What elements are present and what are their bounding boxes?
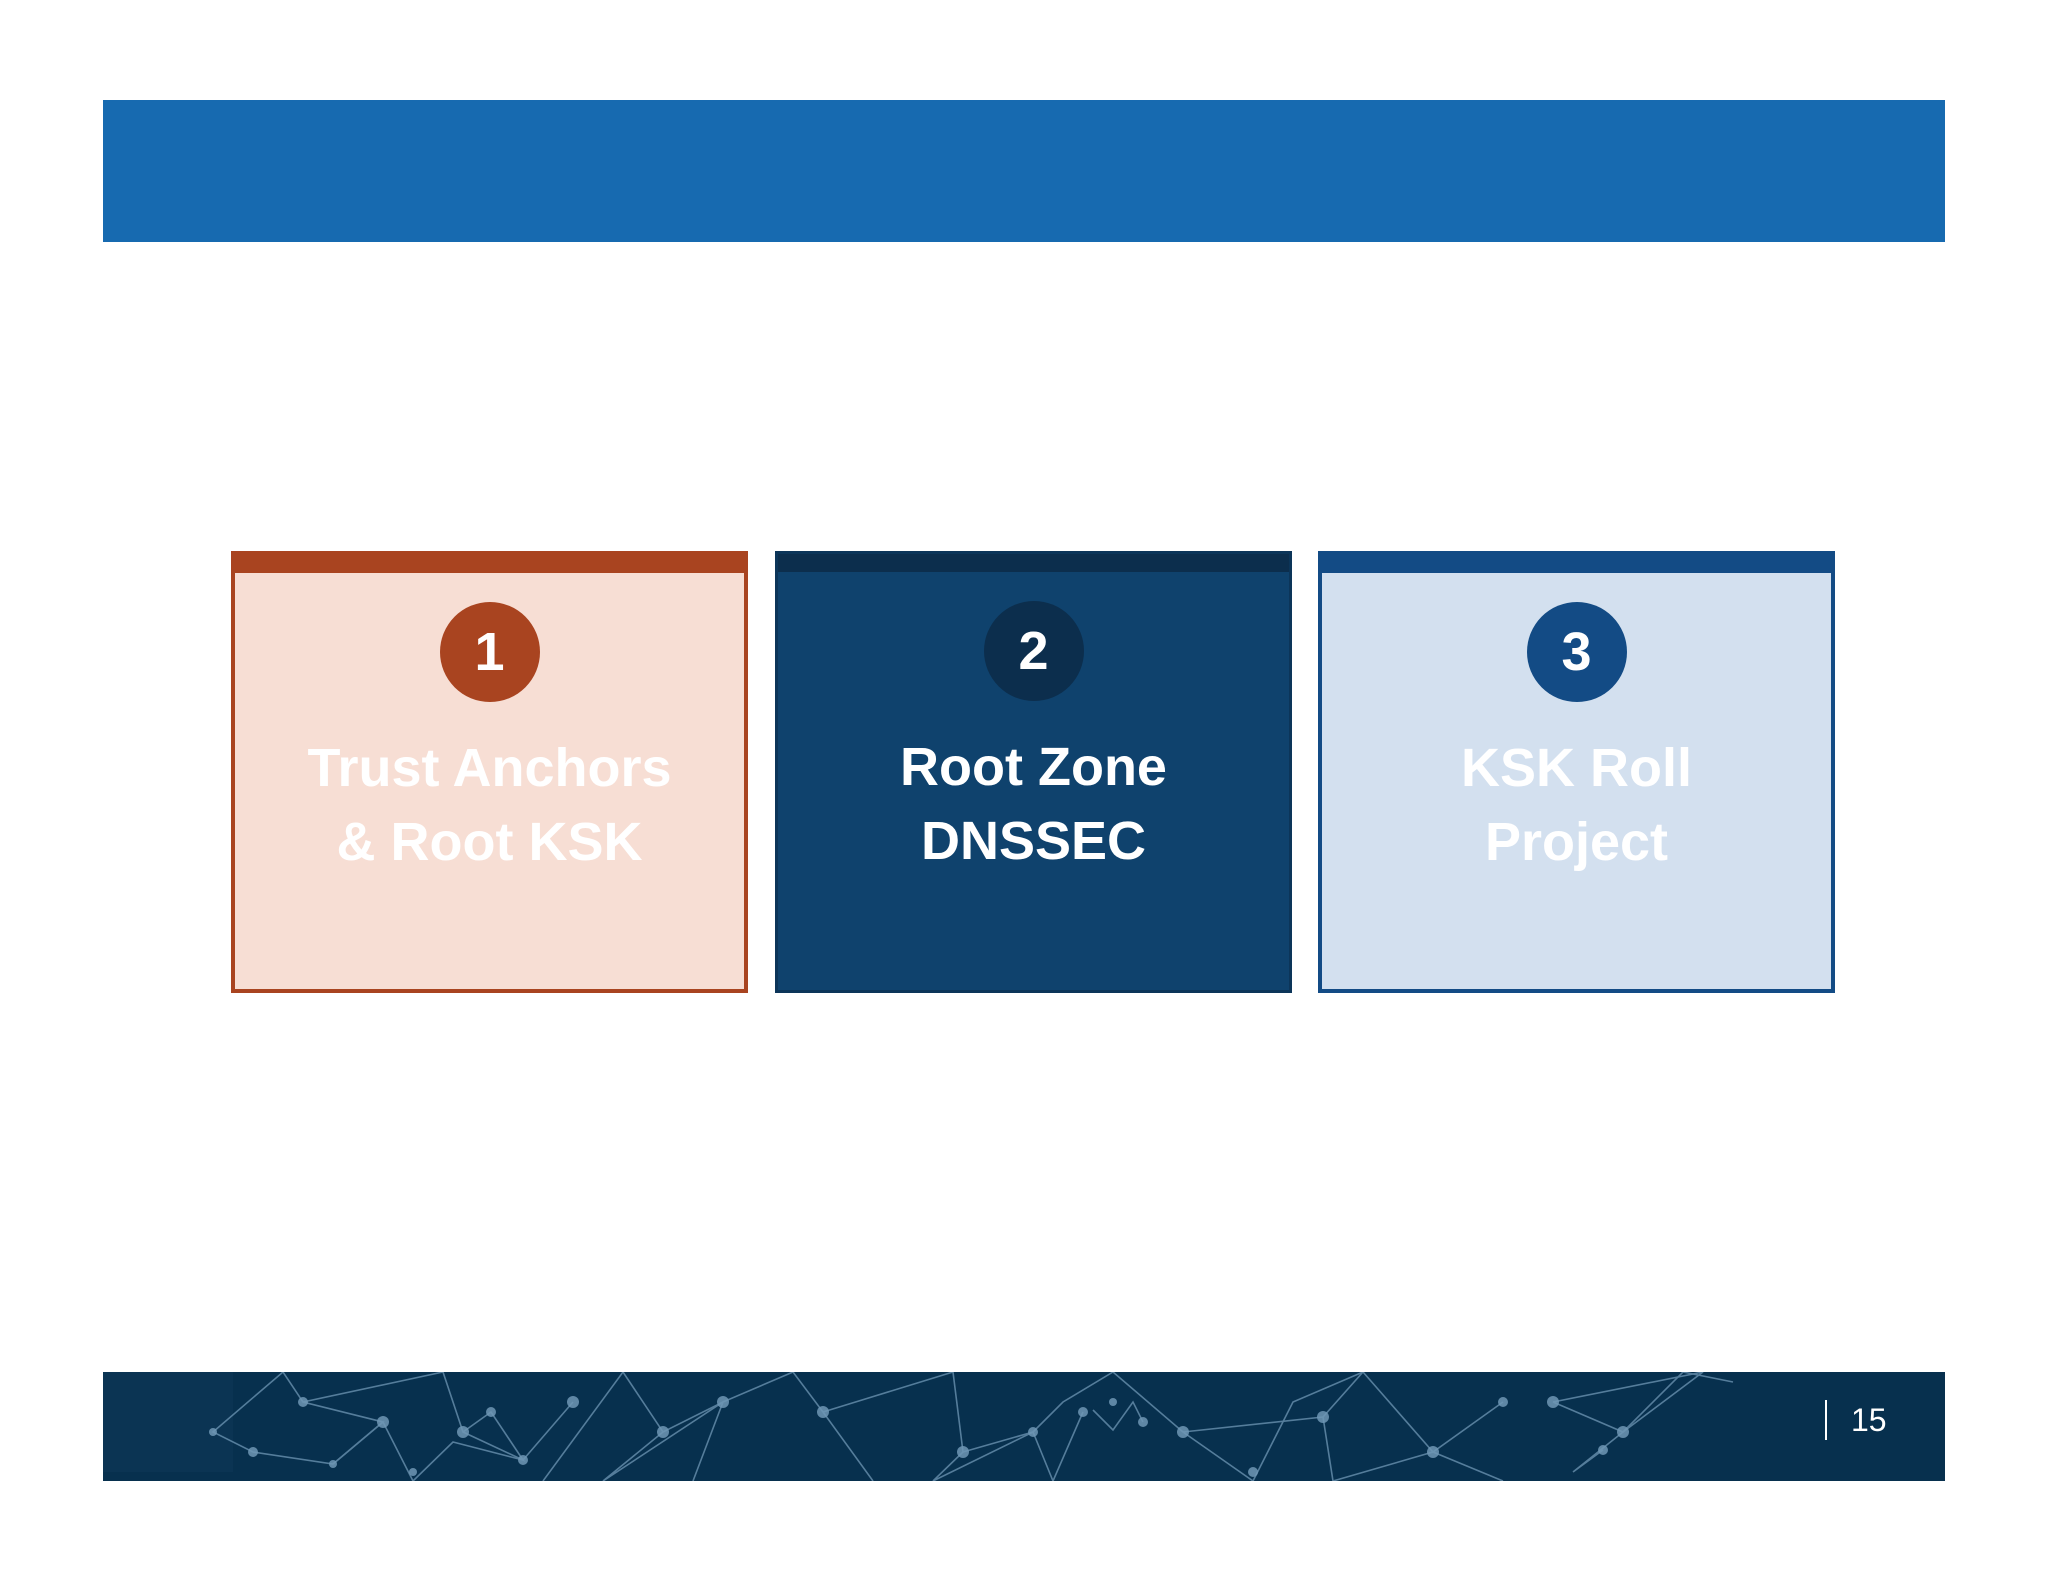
card-label-line1: Root Zone — [900, 737, 1167, 797]
card-label: KSK Roll Project — [1342, 731, 1811, 879]
card-top-band — [778, 554, 1289, 572]
card-label-line2: DNSSEC — [920, 811, 1147, 871]
footer-bar: 15 — [103, 1372, 1945, 1481]
footer-logo-block — [103, 1372, 233, 1472]
card-top-band — [1322, 555, 1831, 573]
card-label-line2: Project — [1484, 812, 1669, 872]
network-pattern-icon — [209, 1372, 1734, 1481]
card-label-line1: KSK Roll — [1460, 738, 1692, 798]
step-number-badge: 3 — [1526, 602, 1627, 702]
card-root-zone-dnssec: 2 Root Zone DNSSEC — [775, 551, 1292, 993]
page-number: 15 — [1851, 1402, 1887, 1438]
card-label: Trust Anchors & Root KSK — [255, 731, 724, 879]
step-number-badge: 1 — [439, 602, 540, 702]
card-label: Root Zone DNSSEC — [798, 730, 1269, 878]
card-trust-anchors: 1 Trust Anchors & Root KSK — [231, 551, 748, 993]
title-bar — [103, 100, 1945, 242]
card-label-line1: Trust Anchors — [307, 738, 672, 798]
card-top-band — [235, 555, 744, 573]
card-ksk-roll-project: 3 KSK Roll Project — [1318, 551, 1835, 993]
card-label-line2: & Root KSK — [336, 812, 643, 872]
page-number-separator — [1825, 1400, 1827, 1440]
step-number-badge: 2 — [983, 601, 1084, 701]
